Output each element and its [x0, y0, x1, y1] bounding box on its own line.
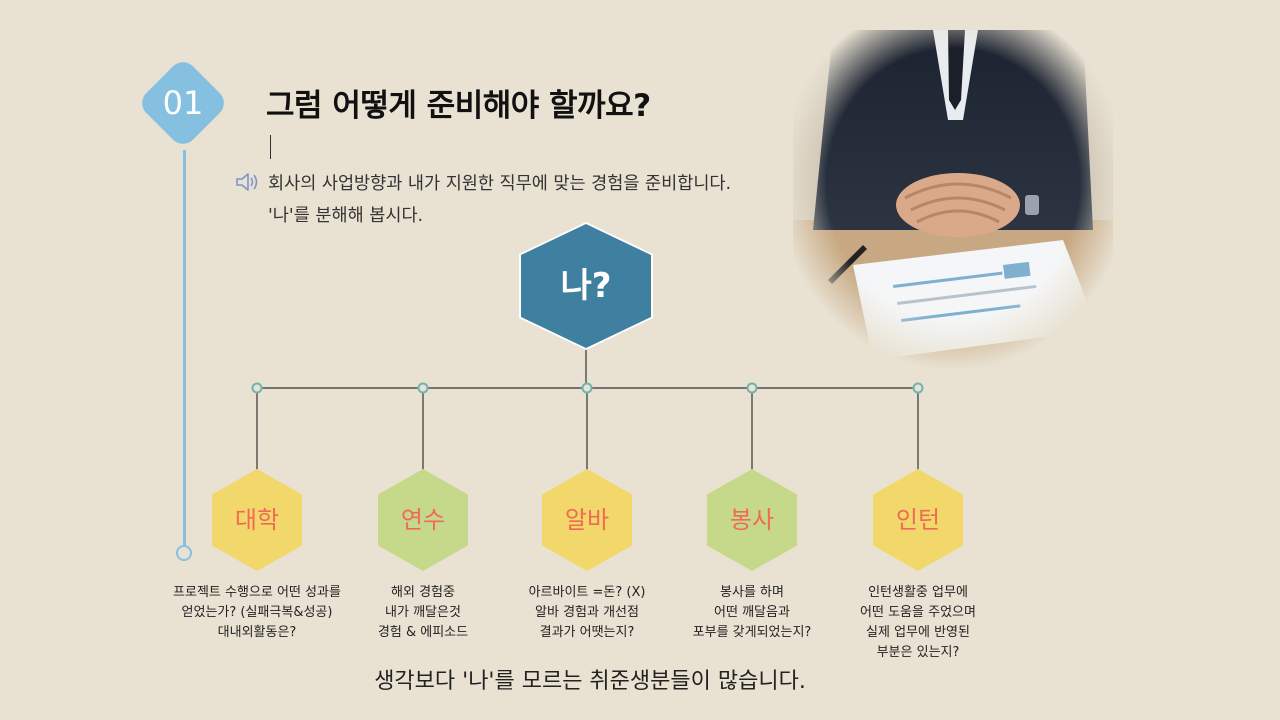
node-caption-university: 프로젝트 수행으로 어떤 성과를 얻었는가? (실패극복&성공) 대내외활동은? [157, 583, 357, 643]
caption-line: 부분은 있는지? [876, 645, 960, 660]
caption-line: 대내외활동은? [217, 625, 297, 640]
caption-line: 봉사를 하며 [720, 585, 784, 600]
caption-line: 어떤 도움을 주었으며 [860, 605, 976, 620]
node-hexagon-training: 연수 [378, 469, 468, 571]
step-number: 01 [162, 84, 204, 122]
node-hexagon-parttime: 알바 [542, 469, 632, 571]
node-hexagon-intern: 인턴 [873, 469, 963, 571]
step-timeline-end-dot [176, 545, 192, 561]
description-line-2: '나'를 분해해 봅시다. [268, 206, 424, 226]
footer-statement: 생각보다 '나'를 모르는 취준생분들이 많습니다. [374, 669, 806, 694]
page-title: 그럼 어떻게 준비해야 할까요? [266, 88, 651, 124]
text-cursor [270, 135, 271, 159]
node-hexagon-university: 대학 [212, 469, 302, 571]
step-timeline-line [183, 150, 186, 548]
interview-photo [793, 30, 1113, 370]
caption-line: 아르바이트 =돈? (X) [528, 585, 646, 600]
caption-line: 결과가 어땟는지? [539, 625, 635, 640]
caption-line: 해외 경험중 [391, 585, 455, 600]
node-caption-intern: 인턴생활중 업무에 어떤 도움을 주었으며 실제 업무에 반영된 부분은 있는지… [818, 583, 1018, 663]
node-caption-training: 해외 경험중 내가 깨달은것 경험 & 에피소드 [323, 583, 523, 643]
caption-line: 얻었는가? (실패극복&성공) [181, 605, 333, 620]
description-line-1: 회사의 사업방향과 내가 지원한 직무에 맞는 경험을 준비합니다. [268, 174, 732, 194]
caption-line: 어떤 깨달음과 [714, 605, 790, 620]
caption-line: 실제 업무에 반영된 [866, 625, 970, 640]
caption-line: 내가 깨달은것 [385, 605, 461, 620]
node-caption-parttime: 아르바이트 =돈? (X) 알바 경험과 개선점 결과가 어땟는지? [487, 583, 687, 643]
node-hexagon-volunteer: 봉사 [707, 469, 797, 571]
caption-line: 알바 경험과 개선점 [535, 605, 639, 620]
caption-line: 인턴생활중 업무에 [868, 585, 968, 600]
speaker-icon [236, 173, 258, 191]
caption-line: 프로젝트 수행으로 어떤 성과를 [173, 585, 341, 600]
node-caption-volunteer: 봉사를 하며 어떤 깨달음과 포부를 갖게되었는지? [652, 583, 852, 643]
caption-line: 포부를 갖게되었는지? [692, 625, 812, 640]
caption-line: 경험 & 에피소드 [377, 625, 469, 640]
